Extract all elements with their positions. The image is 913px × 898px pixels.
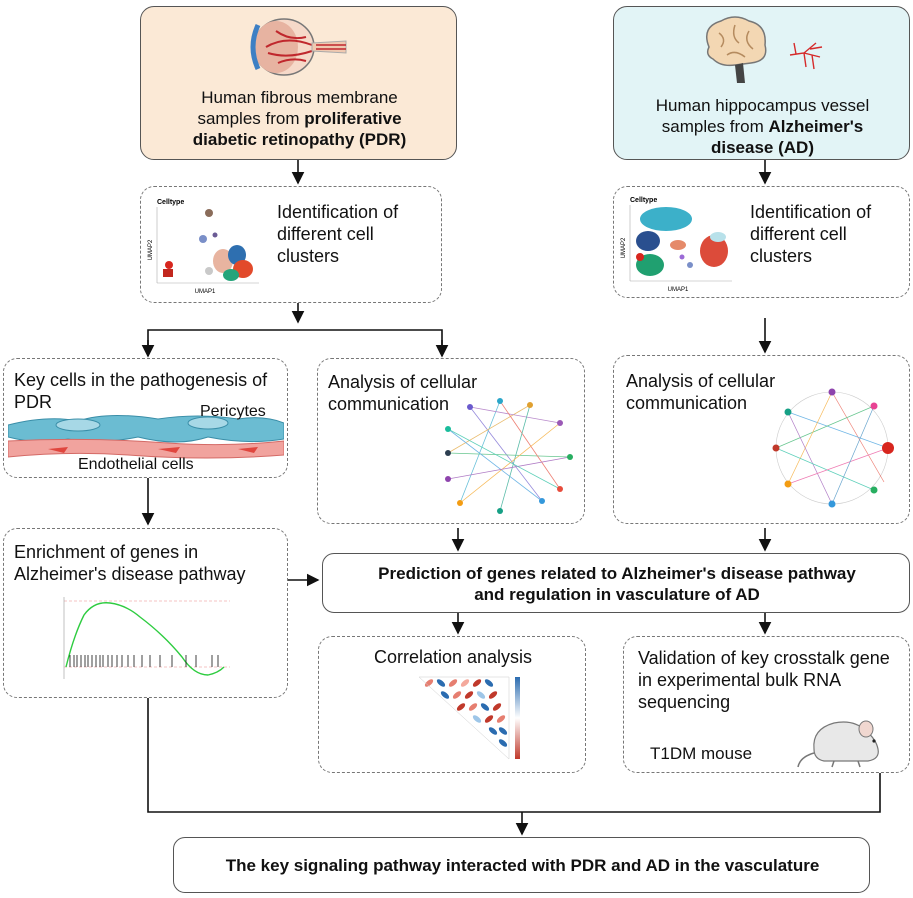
vessel-icon [789,42,823,70]
ad-umap-plot: Celltype UMAP1 UMAP2 [621,197,732,293]
prediction-line1: Prediction of genes related to Alzheimer… [378,564,856,583]
prediction-line2: and regulation in vasculature of AD [474,585,760,604]
gsea-plot [63,597,230,679]
pdr-network-plot [445,398,573,514]
ad-umap-title: Celltype [630,197,657,204]
brain-icon [706,16,767,83]
key-cells-box: Key cells in the pathogenesis of PDR Per… [3,358,288,478]
ad-umap-xlabel: UMAP1 [668,287,689,293]
eye-icon [250,18,347,76]
pdr-source-box: Human fibrous membrane samples from prol… [140,6,457,160]
pdr-umap-xlabel: UMAP1 [195,289,216,295]
pdr-communication-label: Analysis of cellular communication [328,372,478,414]
cells-illustration [8,414,284,459]
pdr-clusters-box: Celltype UMAP1 UMAP2 Identification of d… [140,186,442,303]
ad-network-plot [772,388,894,508]
final-box: The key signaling pathway interacted wit… [173,837,870,893]
pdr-source-line2: samples from [197,109,305,128]
mouse-icon [797,720,879,768]
ad-source-line1: Human hippocampus vessel [655,96,870,115]
pdr-source-line1: Human fibrous membrane [201,88,398,107]
ad-source-box: Human hippocampus vessel samples from Al… [613,6,910,160]
enrichment-box: Enrichment of genes in Alzheimer's disea… [3,528,288,698]
prediction-box: Prediction of genes related to Alzheimer… [322,553,910,613]
ad-communication-label: Analysis of cellular communication [626,371,776,413]
correlation-matrix [418,676,520,760]
ad-clusters-label: Identification of different cell cluster… [750,202,872,266]
ad-umap-ylabel: UMAP2 [621,237,627,258]
final-label: The key signaling pathway interacted wit… [225,856,820,875]
pdr-umap-title: Celltype [157,199,184,206]
ad-clusters-box: Celltype UMAP1 UMAP2 Identification of d… [613,186,910,298]
ad-communication-box: Analysis of cellular communication [613,355,910,524]
pdr-clusters-label: Identification of different cell cluster… [277,202,399,266]
enrichment-label: Enrichment of genes in Alzheimer's disea… [14,542,246,584]
pdr-source-line2-bold: proliferative [304,109,402,128]
mouse-label: T1DM mouse [650,744,753,763]
gsea-hit-bars [69,655,219,667]
validation-box: Validation of key crosstalk gene in expe… [623,636,910,773]
ad-source-line3: disease (AD) [711,138,814,157]
ad-source-line2-bold: Alzheimer's [768,117,864,136]
ad-source-line2: samples from [661,117,769,136]
correlation-box: Correlation analysis [318,636,586,773]
validation-label: Validation of key crosstalk gene in expe… [638,648,890,712]
pdr-umap-plot: Celltype UMAP1 UMAP2 [148,199,259,295]
pdr-source-line3: diabetic retinopathy (PDR) [192,130,407,149]
pericytes-label: Pericytes [200,403,266,420]
key-cells-label: Key cells in the pathogenesis of PDR [14,370,268,412]
endothelial-label: Endothelial cells [78,456,194,473]
pdr-communication-box: Analysis of cellular communication [317,358,585,524]
pdr-umap-ylabel: UMAP2 [148,239,154,260]
correlation-label: Correlation analysis [373,647,533,667]
